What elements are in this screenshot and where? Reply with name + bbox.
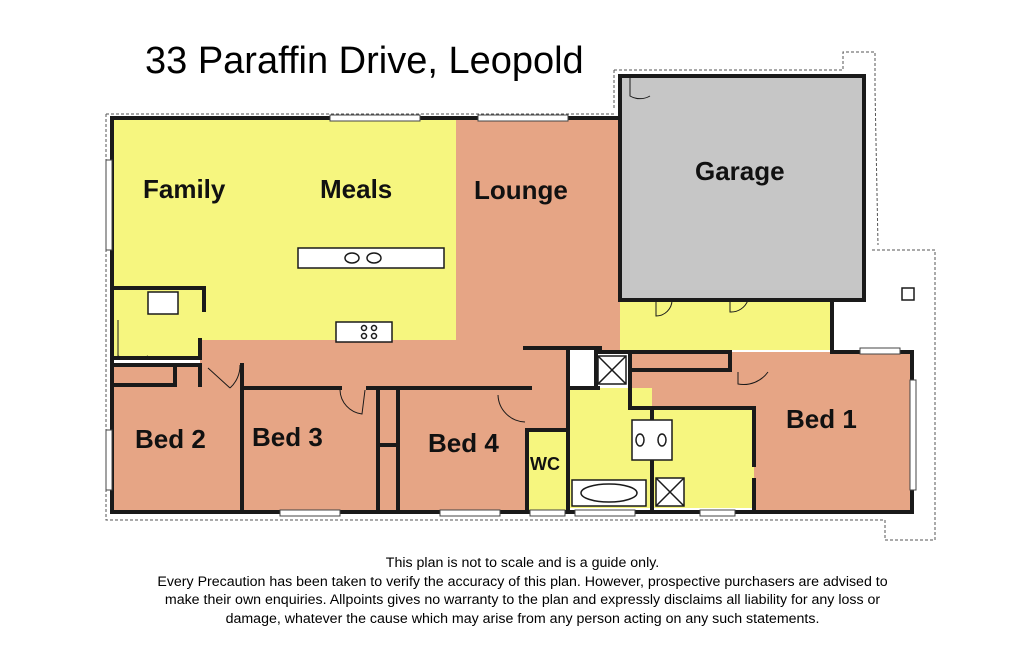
room-label-family: Family (143, 174, 226, 204)
disclaimer-line: Every Precaution has been taken to verif… (157, 573, 888, 590)
room-label-lounge: Lounge (474, 175, 568, 205)
room-label-meals: Meals (320, 174, 392, 204)
plan-title: 33 Paraffin Drive, Leopold (145, 40, 584, 82)
bed4-area (377, 390, 527, 510)
lounge-area (456, 120, 620, 350)
room-label-bed4: Bed 4 (428, 428, 499, 458)
door-swings (117, 78, 769, 423)
wc-area (527, 430, 569, 510)
room-label-bed3: Bed 3 (252, 422, 323, 452)
hallway-lower-area (527, 350, 569, 430)
hws (901, 287, 915, 301)
bed1-main-area (754, 360, 910, 510)
hallway-area (200, 340, 570, 390)
room-label-bed2: Bed 2 (135, 424, 206, 454)
laundry-area (620, 300, 832, 350)
disclaimer-line: make their own enquiries. Allpoints give… (164, 592, 881, 608)
kitchen-bench-area (200, 288, 456, 345)
salmon-areas (112, 120, 910, 510)
bed2-robe-area (112, 365, 202, 387)
cooktop-bench (335, 321, 393, 343)
room-label-bed1: Bed 1 (786, 404, 857, 434)
room-label-garage: Garage (695, 156, 785, 186)
garage-area (622, 78, 862, 298)
bed3-area (242, 388, 377, 510)
bed2-area (112, 385, 242, 510)
floor-plan: Family Meals Lounge Garage Bed 1 Bed 2 B… (105, 51, 936, 541)
disclaimer: This plan is not to scale and is a guide… (100, 554, 945, 628)
eaves-outline (105, 51, 936, 541)
disclaimer-line: damage, whatever the cause which may ari… (225, 610, 820, 627)
fixtures (147, 247, 915, 507)
windows (105, 114, 917, 517)
laundry-trough (147, 291, 179, 315)
room-label-wc: WC (530, 454, 560, 474)
disclaimer-line: This plan is not to scale and is a guide… (385, 555, 660, 571)
